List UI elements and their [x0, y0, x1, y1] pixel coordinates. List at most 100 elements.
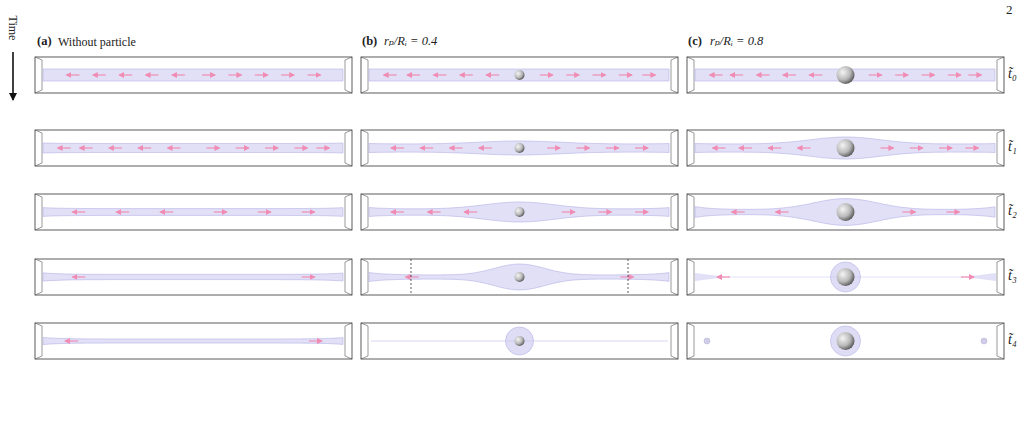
- flow-arrow: [730, 74, 743, 75]
- channel-edge: [35, 57, 352, 93]
- liquid-thread: [369, 202, 669, 222]
- channel-end: [42, 197, 43, 227]
- flow-arrow: [869, 74, 882, 75]
- flow-arrow: [717, 276, 730, 277]
- liquid-thread: [369, 69, 669, 81]
- channel-edge: [361, 323, 678, 359]
- particle: [515, 70, 525, 80]
- channel-edge: [687, 57, 1004, 93]
- time-label: t̃₃: [1008, 269, 1017, 283]
- flow-arrow: [486, 74, 499, 75]
- channel-end: [345, 133, 346, 163]
- flow-arrow: [58, 147, 71, 148]
- channel-edge: [361, 57, 678, 93]
- channel-edge: [687, 130, 1004, 166]
- channel-box: [687, 194, 1004, 230]
- time-label: t̃₀: [1008, 67, 1017, 81]
- channel-edge: [35, 323, 352, 359]
- channel-box: [35, 323, 352, 359]
- channel-box: [35, 57, 352, 93]
- channel-end: [42, 60, 43, 90]
- flow-arrow: [93, 74, 106, 75]
- channel-edge: [35, 259, 352, 295]
- flow-arrow: [309, 340, 322, 341]
- flow-arrow: [391, 211, 404, 212]
- panel-title: Without particle: [58, 36, 136, 48]
- channel-edge: [361, 194, 678, 230]
- channel-end: [671, 133, 672, 163]
- flow-arrow: [768, 147, 781, 148]
- engulfed-drop: [831, 326, 861, 356]
- flow-arrow: [214, 211, 227, 212]
- flow-arrow: [547, 147, 560, 148]
- channel-edge: [687, 323, 1004, 359]
- channel-end: [997, 133, 998, 163]
- flow-arrow: [910, 147, 923, 148]
- liquid-thread: [43, 208, 343, 217]
- channel-end: [42, 133, 43, 163]
- particle: [837, 268, 855, 286]
- channel-end: [368, 262, 369, 292]
- flow-arrow: [948, 74, 961, 75]
- channel-box: [687, 323, 1004, 359]
- liquid-thread: [43, 273, 343, 281]
- channel-box: [687, 57, 1004, 93]
- channel-end: [345, 326, 346, 356]
- channel-box: [361, 57, 678, 93]
- flow-arrow: [258, 211, 271, 212]
- flow-arrow: [732, 211, 745, 212]
- flow-arrow: [809, 74, 822, 75]
- flow-arrow: [946, 211, 959, 212]
- flow-arrow: [713, 147, 726, 148]
- channel-end: [368, 133, 369, 163]
- flow-arrow: [109, 147, 122, 148]
- flow-arrow: [965, 147, 978, 148]
- channel-end: [345, 60, 346, 90]
- time-label: t̃₄: [1008, 333, 1017, 347]
- flow-arrow: [642, 74, 655, 75]
- channel-box: [361, 194, 678, 230]
- channel-end: [694, 262, 695, 292]
- channel-box: [361, 130, 678, 166]
- flow-arrow: [72, 276, 85, 277]
- channel-end: [694, 60, 695, 90]
- axis-label: Time: [7, 16, 19, 41]
- flow-arrow: [460, 74, 473, 75]
- flow-arrow: [961, 276, 974, 277]
- flow-arrow: [783, 74, 796, 75]
- channel-edge: [687, 259, 1004, 295]
- channel-end: [997, 262, 998, 292]
- flow-arrow: [302, 276, 315, 277]
- channel-end: [997, 326, 998, 356]
- channel-edge: [361, 130, 678, 166]
- flow-arrow: [406, 276, 419, 277]
- page-number: 2: [1006, 3, 1013, 16]
- channel-edge: [35, 130, 352, 166]
- panel-letter: (a): [37, 35, 52, 48]
- flow-arrow: [236, 147, 249, 148]
- engulfed-drop: [831, 262, 861, 292]
- liquid-thread: [43, 338, 343, 345]
- channel-end: [345, 197, 346, 227]
- flow-arrow: [172, 74, 185, 75]
- flow-arrow: [302, 211, 315, 212]
- channel-end: [997, 60, 998, 90]
- flow-arrow: [294, 147, 307, 148]
- channel-end: [694, 326, 695, 356]
- flow-arrow: [598, 211, 611, 212]
- time-label: t̃₂: [1008, 204, 1017, 218]
- channel-box: [361, 323, 678, 359]
- flow-arrow: [80, 147, 93, 148]
- channel-edge: [35, 194, 352, 230]
- flow-arrow: [902, 211, 915, 212]
- particle: [515, 336, 525, 346]
- size-ratio: rₚ/Rᵢ = 0.4: [384, 35, 437, 48]
- channel-box: [35, 194, 352, 230]
- flow-arrow: [635, 211, 648, 212]
- panel-letter: (b): [362, 35, 377, 48]
- particle: [837, 66, 855, 84]
- flow-arrow: [255, 74, 268, 75]
- channel-end: [671, 326, 672, 356]
- flow-arrow: [880, 147, 893, 148]
